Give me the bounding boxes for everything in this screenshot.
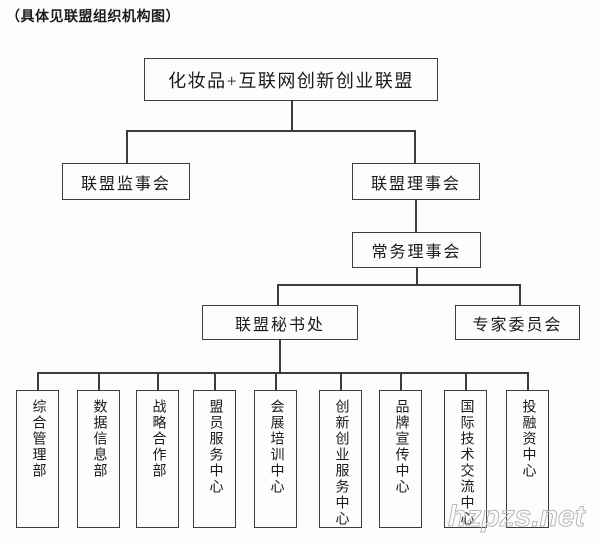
org-node-dept-data-information: 数据信息部 (77, 390, 120, 528)
org-node-dept-exhibition-training: 会展培训中心 (254, 390, 297, 528)
org-node-supervisory-board: 联盟监事会 (62, 163, 190, 200)
dept-label: 综合管理部 (30, 399, 46, 479)
connector-line (340, 372, 342, 390)
connector-line (157, 372, 159, 390)
connector-line (126, 130, 128, 163)
connector-line (214, 372, 216, 390)
connector-line (527, 372, 529, 390)
connector-line (277, 284, 279, 305)
org-node-secretariat: 联盟秘书处 (202, 305, 358, 340)
chart-caption: （具体见联盟组织机构图） (6, 10, 180, 25)
dept-label: 创新创业服务中心 (333, 399, 349, 527)
dept-label: 会展培训中心 (268, 399, 284, 495)
connector-line (277, 284, 521, 286)
connector-line (37, 372, 529, 374)
connector-line (415, 199, 417, 232)
connector-line (37, 372, 39, 390)
dept-label: 战略合作部 (150, 399, 166, 479)
org-node-expert-committee: 专家委员会 (455, 305, 580, 340)
org-node-root: 化妆品+互联网创新创业联盟 (144, 58, 438, 101)
connector-line (98, 372, 100, 390)
dept-label: 国际技术交流中心 (458, 399, 474, 527)
org-node-dept-brand-promotion: 品牌宣传中心 (379, 390, 422, 528)
connector-line (126, 130, 416, 132)
dept-label: 投融资中心 (520, 399, 536, 479)
connector-line (400, 372, 402, 390)
org-node-dept-investment-financing: 投融资中心 (506, 390, 549, 528)
connector-line (291, 100, 293, 131)
org-node-council: 联盟理事会 (352, 163, 480, 200)
org-node-dept-intl-tech-exchange: 国际技术交流中心 (444, 390, 487, 528)
connector-line (414, 130, 416, 163)
connector-line (279, 339, 281, 373)
org-node-standing-council: 常务理事会 (352, 232, 481, 268)
connector-line (275, 372, 277, 390)
dept-label: 品牌宣传中心 (393, 399, 409, 495)
org-node-dept-general-management: 综合管理部 (16, 390, 59, 528)
org-node-dept-member-service: 盟员服务中心 (193, 390, 236, 528)
dept-label: 盟员服务中心 (207, 399, 223, 495)
org-node-dept-innovation-service: 创新创业服务中心 (319, 390, 362, 528)
connector-line (465, 372, 467, 390)
connector-line (416, 267, 418, 286)
dept-label: 数据信息部 (91, 399, 107, 479)
connector-line (519, 284, 521, 305)
org-node-dept-strategic-cooperation: 战略合作部 (136, 390, 179, 528)
